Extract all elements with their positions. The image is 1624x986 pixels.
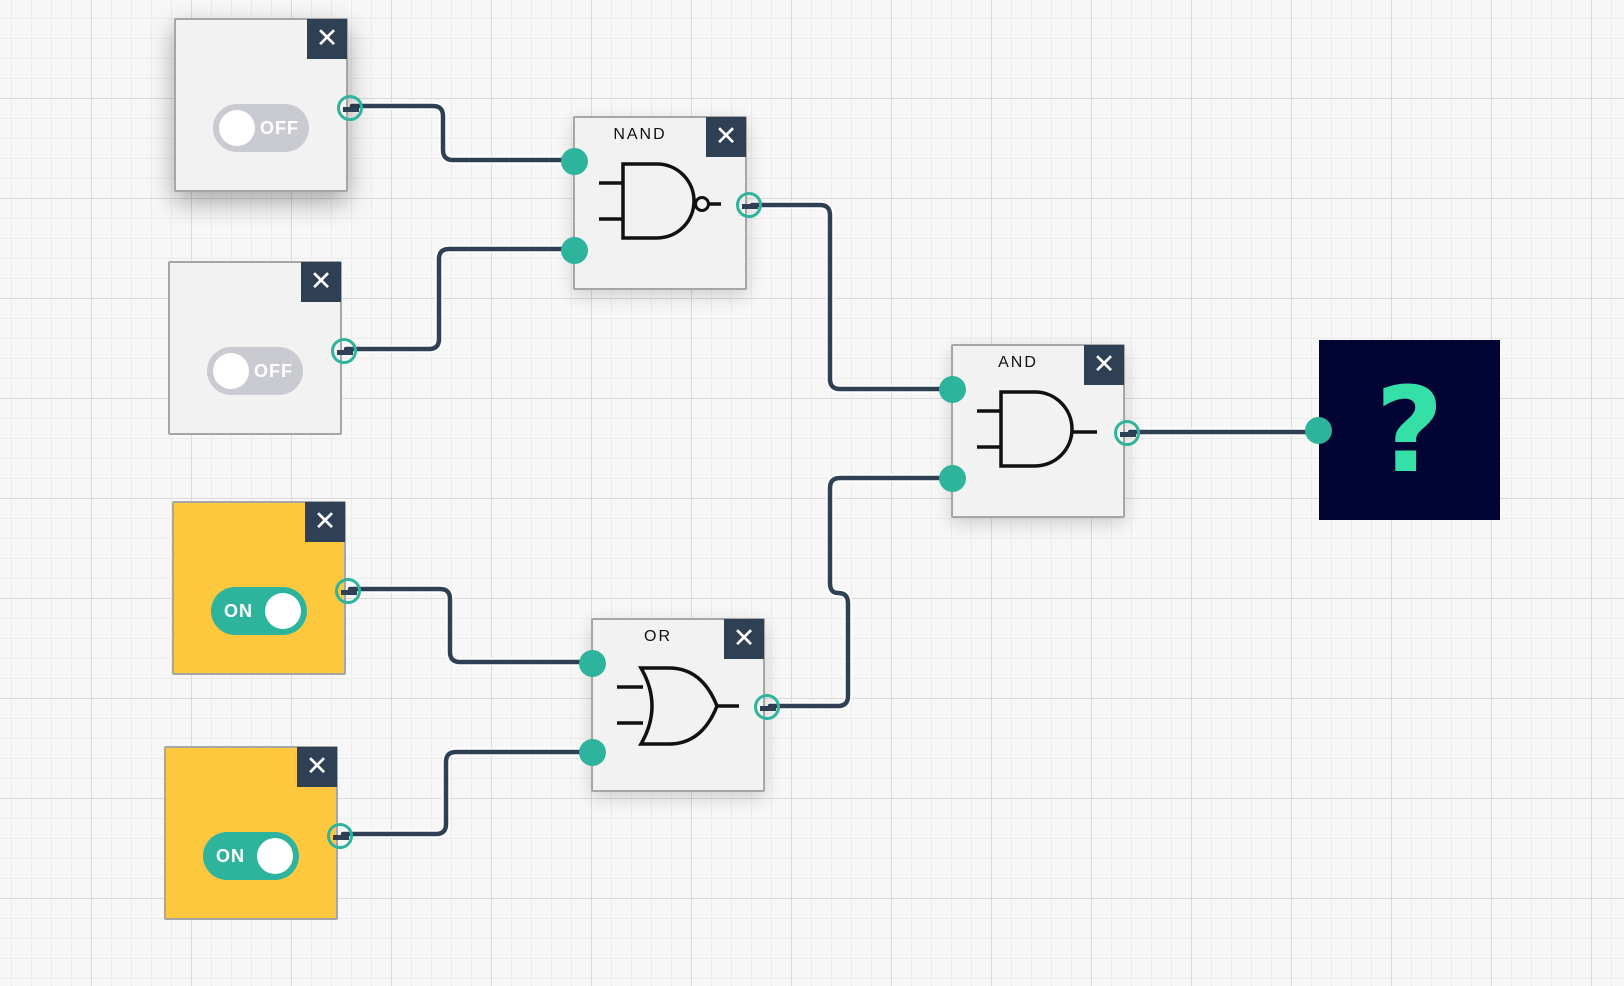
toggle-switch-3[interactable]: ON [211,587,307,635]
or-gate-node[interactable]: OR ✕ [579,618,780,792]
wire-switch2-nand[interactable] [342,245,576,353]
toggle-state-label: ON [224,601,253,621]
input-port-2[interactable] [939,465,966,492]
and-gate-node[interactable]: AND ✕ [939,344,1140,518]
input-port-2[interactable] [579,739,606,766]
switch-node-2[interactable]: ✕ OFF [168,261,357,435]
toggle-knob [213,353,249,389]
nand-gate-icon [599,162,721,240]
output-port[interactable] [736,192,762,218]
toggle-state-label: OFF [254,361,293,381]
output-port[interactable] [335,578,361,604]
close-icon[interactable]: ✕ [307,19,347,59]
input-port-1[interactable] [579,650,606,677]
input-port-1[interactable] [939,376,966,403]
toggle-switch-1[interactable]: OFF [213,104,309,152]
output-port[interactable] [327,823,353,849]
toggle-switch-2[interactable]: OFF [207,347,303,395]
wire-or-and[interactable] [766,474,954,710]
wire-switch3-or[interactable] [346,585,594,666]
input-port-2[interactable] [561,237,588,264]
wire-nand-and[interactable] [748,201,954,393]
nand-gate-node[interactable]: NAND ✕ [561,116,762,290]
close-icon[interactable]: ✕ [706,117,746,157]
output-node[interactable]: ? [1305,340,1500,520]
output-port[interactable] [337,95,363,121]
switch-node-1[interactable]: ✕ OFF [174,18,363,192]
output-port[interactable] [331,338,357,364]
switch-node-3[interactable]: ✕ ON [172,501,361,675]
close-icon[interactable]: ✕ [1084,345,1124,385]
toggle-state-label: ON [216,846,245,866]
toggle-switch-4[interactable]: ON [203,832,299,880]
output-port[interactable] [754,694,780,720]
and-gate-icon [977,390,1097,468]
toggle-knob [219,110,255,146]
wire-switch1-nand[interactable] [348,102,576,164]
close-icon[interactable]: ✕ [301,262,341,302]
close-icon[interactable]: ✕ [305,502,345,542]
switch-node-4[interactable]: ✕ ON [164,746,353,920]
input-port-1[interactable] [561,148,588,175]
output-port[interactable] [1114,420,1140,446]
toggle-knob [265,593,301,629]
gate-label: NAND [613,126,667,143]
toggle-state-label: OFF [260,118,299,138]
gate-label: OR [644,628,672,645]
gate-label: AND [998,354,1038,371]
or-gate-icon [617,666,739,746]
close-icon[interactable]: ✕ [297,747,337,787]
close-icon[interactable]: ✕ [724,619,764,659]
output-unknown-label: ? [1375,361,1444,499]
wire-switch4-or[interactable] [339,748,594,838]
toggle-knob [257,838,293,874]
